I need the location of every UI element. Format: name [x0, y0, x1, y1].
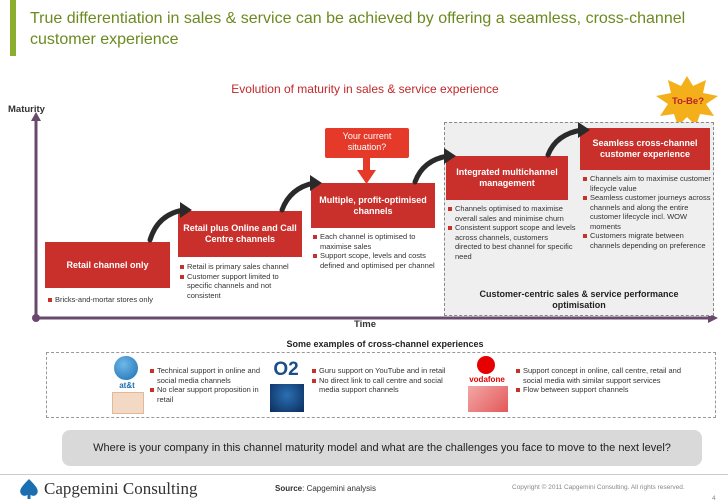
- vodafone-speechmark-icon: [477, 356, 495, 374]
- copyright: Copyright © 2011 Capgemini Consulting. A…: [512, 484, 685, 491]
- stage-3-bullet: Each channel is optimised to maximise sa…: [313, 232, 437, 251]
- to-be-label: To-Be?: [670, 94, 706, 108]
- footer-divider: [0, 474, 728, 475]
- att-photo: [112, 392, 144, 414]
- target-caption: Customer-centric sales & service perform…: [479, 289, 679, 310]
- stage-2-bullet: Retail is primary sales channel: [180, 262, 304, 272]
- page-number: 4: [712, 495, 716, 502]
- o2-guru-image: [270, 384, 304, 412]
- stage-4-bullet: Channels optimised to maximise overall s…: [448, 204, 576, 223]
- att-globe-icon: [114, 356, 138, 380]
- source-label: Source: [275, 484, 303, 493]
- vodafone-bullet: Support concept in online, call centre, …: [516, 366, 696, 385]
- source-note: Source: Capgemini analysis: [275, 484, 376, 493]
- vodafone-bullet: Flow between support channels: [516, 385, 696, 395]
- current-situation-callout: Your current situation?: [325, 128, 409, 158]
- capgemini-brand: Capgemini Consulting: [44, 479, 198, 498]
- examples-heading: Some examples of cross-channel experienc…: [286, 339, 484, 349]
- stage-2-bullet: Customer support limited to specific cha…: [180, 272, 304, 301]
- stage-2-bullets: Retail is primary sales channel Customer…: [180, 262, 304, 300]
- stage-2-box: Retail plus Online and Call Centre chann…: [178, 211, 302, 257]
- stage-4-bullet: Consistent support scope and levels acro…: [448, 223, 576, 261]
- stage-3-bullet: Support scope, levels and costs defined …: [313, 251, 437, 270]
- axes: [31, 112, 718, 323]
- stage-5-bullet: Customers migrate between channels depen…: [583, 231, 711, 250]
- stage-1-bullets: Bricks-and-mortar stores only: [48, 295, 173, 305]
- stage-5-bullets: Channels aim to maximise customer lifecy…: [583, 174, 711, 250]
- o2-bullet: No direct link to call centre and social…: [312, 376, 450, 395]
- att-bullet: No clear support proposition in retail: [150, 385, 270, 404]
- page-title: True differentiation in sales & service …: [30, 10, 686, 48]
- att-logo: at&t: [119, 380, 135, 390]
- stage-4-bullets: Channels optimised to maximise overall s…: [448, 204, 576, 261]
- vodafone-logo: vodafone: [469, 374, 505, 384]
- examples-box: [46, 352, 716, 418]
- stage-4-box: Integrated multichannel management: [446, 156, 568, 200]
- x-axis-label: Time: [354, 319, 377, 330]
- att-bullet: Technical support in online and social m…: [150, 366, 270, 385]
- o2-logo: O2: [273, 359, 299, 380]
- vodafone-bullets: Support concept in online, call centre, …: [516, 366, 696, 395]
- stage-3-bullets: Each channel is optimised to maximise sa…: [313, 232, 437, 270]
- title-accent-bar: [10, 0, 16, 56]
- stage-1-bullet: Bricks-and-mortar stores only: [48, 295, 173, 305]
- stage-1-box: Retail channel only: [45, 242, 170, 288]
- o2-bullets: Guru support on YouTube and in retail No…: [312, 366, 450, 395]
- capgemini-spade-icon: [20, 479, 38, 499]
- o2-bullet: Guru support on YouTube and in retail: [312, 366, 450, 376]
- att-bullets: Technical support in online and social m…: [150, 366, 270, 404]
- source-text: : Capgemini analysis: [302, 484, 376, 493]
- question-banner: Where is your company in this channel ma…: [62, 430, 702, 466]
- stage-5-bullet: Channels aim to maximise customer lifecy…: [583, 174, 711, 193]
- stage-5-bullet: Seamless customer journeys across channe…: [583, 193, 711, 231]
- y-axis-label: Maturity: [8, 104, 45, 115]
- vodafone-promo-image: [468, 386, 508, 412]
- diagram-subtitle: Evolution of maturity in sales & service…: [231, 82, 499, 96]
- stage-5-box: Seamless cross-channel customer experien…: [580, 128, 710, 170]
- stage-3-box: Multiple, profit-optimised channels: [311, 183, 435, 228]
